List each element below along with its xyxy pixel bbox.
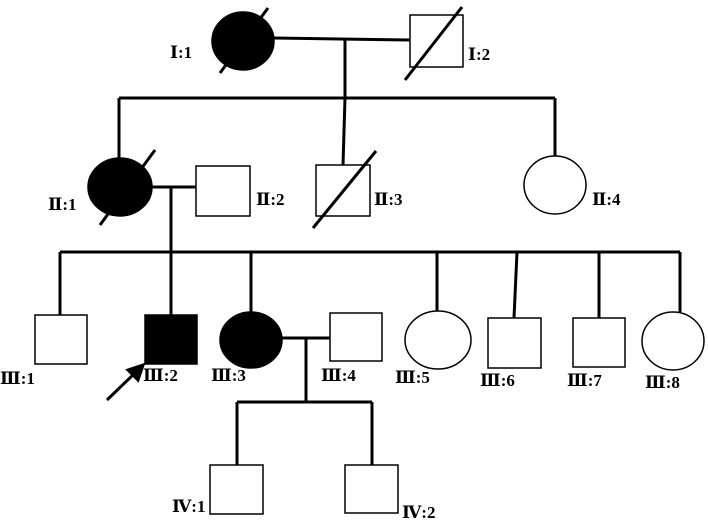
individual-III-4: Ⅲ:4 (321, 312, 383, 385)
individual-III-3: Ⅲ:3 (211, 311, 283, 385)
individual-label: Ⅲ:1 (0, 369, 35, 388)
individual-III-1: Ⅲ:1 (0, 314, 88, 388)
individual-II-3: Ⅱ:3 (311, 150, 403, 229)
individual-II-1: Ⅱ:1 (48, 149, 157, 226)
individual-label: Ⅲ:4 (321, 366, 356, 385)
affected-male-symbol (144, 314, 198, 365)
individual-label: Ⅰ:1 (170, 43, 192, 62)
individual-label: Ⅲ:2 (143, 366, 178, 385)
individual-label: Ⅳ:1 (172, 497, 205, 516)
affected-female-symbol (87, 157, 153, 217)
female-symbol (641, 311, 705, 371)
individual-III-7: Ⅲ:7 (567, 317, 626, 390)
individual-label: Ⅱ:2 (256, 190, 285, 209)
female-symbol (523, 155, 587, 215)
proband-arrow-shaft (105, 370, 138, 402)
individual-I-2: Ⅰ:2 (403, 6, 490, 81)
mating-line-I1-I2 (273, 36, 411, 42)
drop-line-II3 (341, 97, 347, 166)
individual-II-2: Ⅱ:2 (195, 165, 285, 217)
individual-IV-2: Ⅳ:2 (344, 464, 435, 522)
individual-III-6: Ⅲ:6 (480, 317, 542, 390)
individual-label: Ⅲ:8 (645, 373, 680, 392)
generation-1-lines (117, 36, 557, 166)
individual-III-5: Ⅲ:5 (395, 310, 472, 387)
individual-label: Ⅳ:2 (402, 503, 435, 522)
individual-I-1: Ⅰ:1 (170, 7, 275, 74)
deceased-slash (311, 150, 378, 229)
individual-III-8: Ⅲ:8 (641, 311, 705, 392)
proband-arrow-icon (125, 362, 146, 383)
male-symbol (209, 464, 264, 515)
individual-II-4: Ⅱ:4 (523, 155, 621, 215)
deceased-slash (98, 149, 157, 226)
generation-3-lines (235, 336, 374, 465)
individual-III-2: Ⅲ:2 (105, 314, 198, 402)
male-symbol (329, 312, 383, 362)
male-symbol (34, 314, 88, 365)
deceased-slash (403, 6, 464, 81)
individual-label: Ⅱ:3 (374, 190, 403, 209)
individual-label: Ⅲ:7 (567, 371, 602, 390)
individual-label: Ⅱ:1 (48, 195, 77, 214)
individual-label: Ⅱ:4 (592, 190, 621, 209)
male-symbol (572, 317, 626, 368)
drop-line-III6 (512, 251, 519, 319)
individual-label: Ⅲ:3 (211, 366, 246, 385)
deceased-slash (218, 7, 270, 74)
female-symbol (404, 310, 472, 370)
individual-label: Ⅲ:5 (395, 368, 430, 387)
generation-2-lines (58, 185, 682, 319)
individual-label: Ⅲ:6 (480, 371, 515, 390)
male-symbol (487, 317, 542, 369)
individual-label: Ⅰ:2 (468, 45, 490, 64)
affected-female-symbol (219, 311, 283, 369)
male-symbol (195, 165, 251, 217)
individual-IV-1: Ⅳ:1 (172, 464, 264, 516)
male-symbol (344, 464, 399, 514)
